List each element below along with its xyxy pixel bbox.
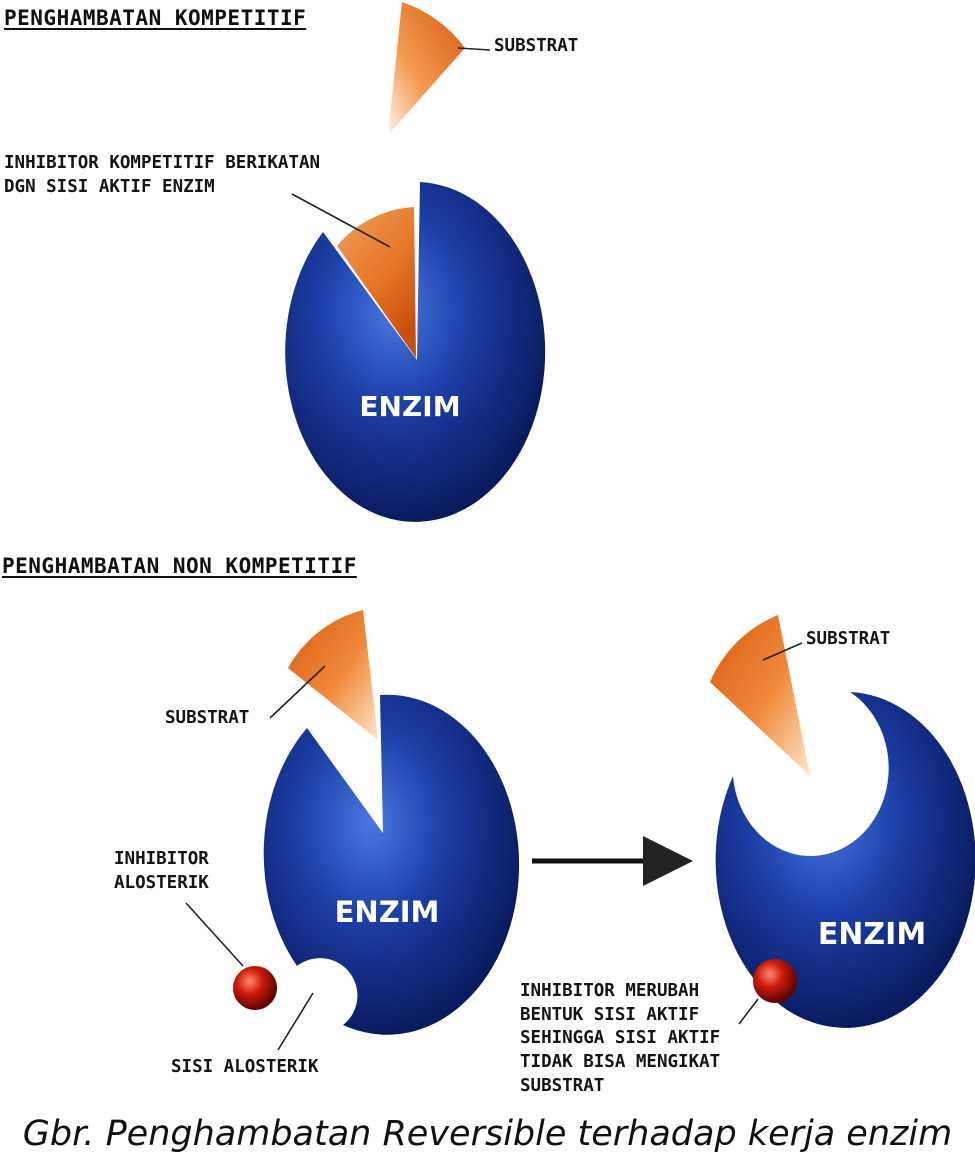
substrate-wedge-noncompetitive-right [710,615,810,776]
substrate-wedge-competitive [388,2,465,135]
leader-line-substrate [457,47,491,51]
enzyme-label-noncompetitive-right: ENZIM [818,917,926,952]
leader-line-inhibitor-left [185,902,244,967]
note-line-3: SEHINGGA SISI AKTIF [520,1028,721,1049]
inhibitor-label-line1: INHIBITOR KOMPETITIF BERIKATAN [4,153,321,173]
leader-line-allosteric-site [277,992,314,1051]
competitive-inhibitor-wedge [337,207,416,358]
inhibitor-note-right: INHIBITOR MERUBAH BENTUK SISI AKTIF SEHI… [520,980,720,1098]
inhibitor-label-competitive: INHIBITOR KOMPETITIF BERIKATAN DGN SISI … [4,152,320,199]
substrate-label-competitive: SUBSTRAT [494,36,579,56]
note-line-2: BENTUK SISI AKTIF [520,1004,700,1025]
inhibitor-label-left: INHIBITOR ALOSTERIK [114,848,209,895]
allosteric-inhibitor-left [233,966,277,1010]
inhibitor-label-line2: DGN SISI AKTIF ENZIM [4,176,215,197]
enzyme-body-noncompetitive-left [263,694,520,1035]
inhibitor-label-left-line2: ALOSTERIK [114,872,209,893]
inhibitor-label-left-line1: INHIBITOR [114,849,209,869]
leader-line-substrate-left [269,665,326,719]
leader-line-competitive-inhibitor [291,193,391,248]
substrate-wedge-noncompetitive-left [288,610,378,740]
enzyme-label-competitive: ENZIM [359,390,460,423]
enzyme-body-noncompetitive-right [715,692,975,1028]
heading-noncompetitive: PENGHAMBATAN NON KOMPETITIF [2,554,357,578]
figure-caption: Gbr. Penghambatan Reversible terhadap ke… [22,1114,953,1154]
note-line-1: INHIBITOR MERUBAH [520,981,700,1001]
heading-competitive: PENGHAMBATAN KOMPETITIF [4,6,307,30]
allosteric-inhibitor-right [753,959,797,1003]
allosteric-site-label: SISI ALOSTERIK [171,1057,319,1077]
leader-line-inhibitor-note [738,998,759,1025]
note-line-5: SUBSTRAT [520,1075,605,1096]
leader-line-substrate-right [762,642,803,661]
substrate-label-left: SUBSTRAT [165,708,250,728]
enzyme-label-noncompetitive-left: ENZIM [335,895,440,929]
note-line-4: TIDAK BISA MENGIKAT [520,1051,721,1072]
substrate-label-right: SUBSTRAT [806,629,891,649]
enzyme-body-competitive [285,182,546,522]
